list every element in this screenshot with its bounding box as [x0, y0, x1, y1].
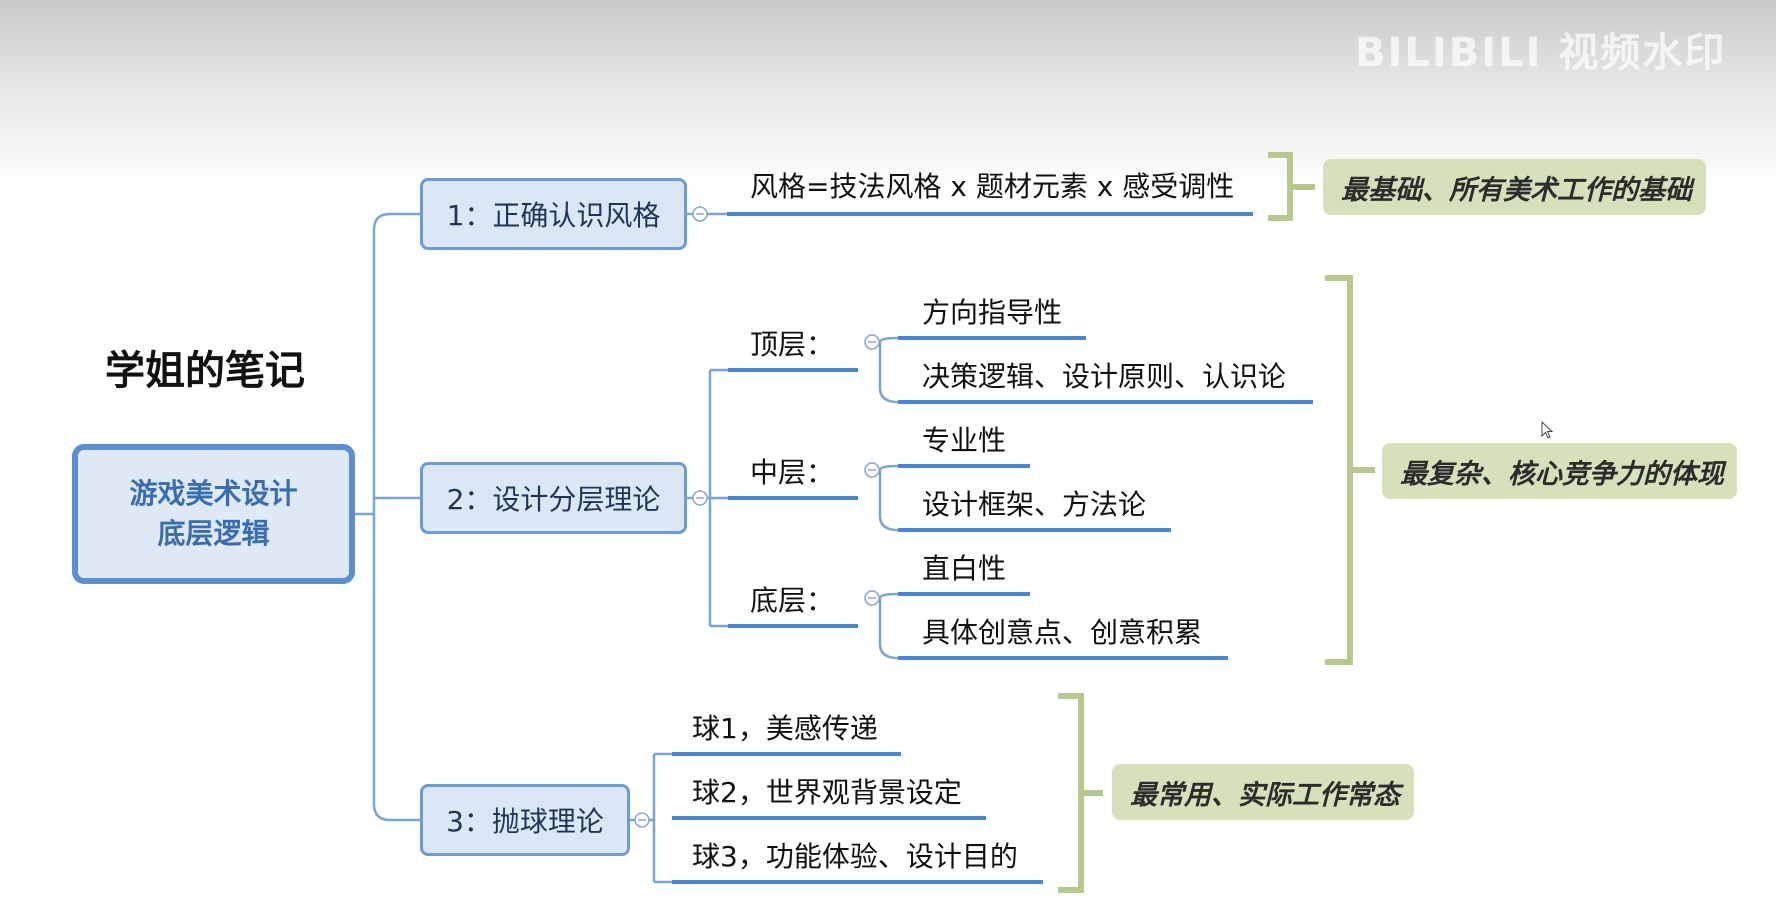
- root-node[interactable]: 游戏美术设计 底层逻辑: [72, 444, 355, 584]
- ball-item[interactable]: 球3，功能体验、设计目的: [692, 840, 1018, 873]
- collapse-circle-icon[interactable]: [692, 206, 708, 222]
- branch-node-layers[interactable]: 2：设计分层理论: [420, 462, 687, 534]
- layer-top-item[interactable]: 决策逻辑、设计原则、认识论: [922, 360, 1287, 393]
- layer-top-label[interactable]: 顶层：: [750, 328, 835, 361]
- branch-node-style[interactable]: 1：正确认识风格: [420, 178, 687, 250]
- collapse-circle-icon[interactable]: [864, 590, 880, 606]
- layer-middle-item[interactable]: 专业性: [922, 424, 1007, 457]
- collapse-circle-icon[interactable]: [864, 334, 880, 350]
- root-node-line1: 游戏美术设计: [129, 477, 298, 510]
- layer-bottom-item[interactable]: 直白性: [922, 552, 1007, 585]
- collapse-circle-icon[interactable]: [864, 462, 880, 478]
- layer-bottom-item[interactable]: 具体创意点、创意积累: [922, 616, 1203, 649]
- summary-label-style[interactable]: 最基础、所有美术工作的基础: [1323, 159, 1706, 215]
- page-title: 学姐的笔记: [105, 348, 305, 394]
- ball-item[interactable]: 球2，世界观背景设定: [692, 776, 962, 809]
- summary-label-layers[interactable]: 最复杂、核心竞争力的体现: [1382, 443, 1737, 499]
- ball-item[interactable]: 球1，美感传递: [692, 712, 878, 745]
- watermark: BILIBILI 视频水印: [1355, 30, 1727, 76]
- top-gradient-band: [0, 0, 1776, 190]
- branch-node-ball[interactable]: 3：抛球理论: [420, 784, 630, 856]
- style-formula-text[interactable]: 风格=技法风格 x 题材元素 x 感受调性: [750, 170, 1235, 203]
- layer-middle-label[interactable]: 中层：: [750, 456, 835, 489]
- collapse-circle-icon[interactable]: [634, 812, 650, 828]
- layer-bottom-label[interactable]: 底层：: [750, 584, 835, 617]
- root-node-line2: 底层逻辑: [157, 517, 270, 550]
- collapse-circle-icon[interactable]: [692, 490, 708, 506]
- mouse-cursor-icon: [1541, 421, 1554, 439]
- summary-label-ball[interactable]: 最常用、实际工作常态: [1112, 764, 1414, 820]
- layer-top-item[interactable]: 方向指导性: [922, 296, 1063, 329]
- layer-middle-item[interactable]: 设计框架、方法论: [922, 488, 1147, 521]
